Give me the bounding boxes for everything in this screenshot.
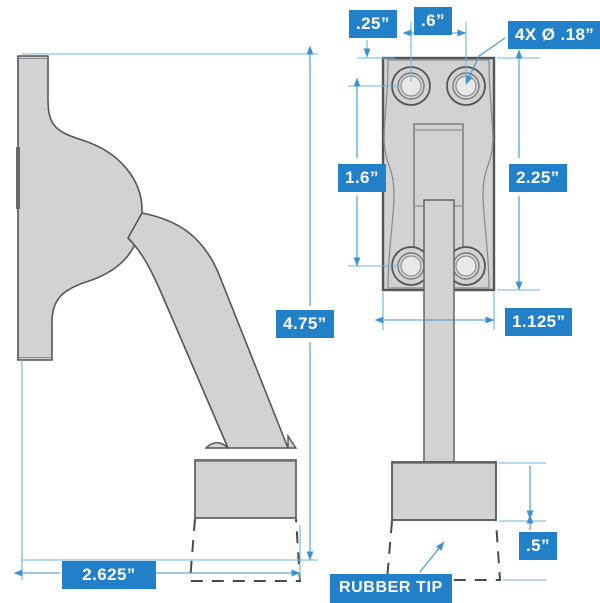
dimension-label-4x-diameter: 4X Ø .18” <box>508 21 600 49</box>
dimension-label-025: .25” <box>349 10 397 38</box>
mounting-hole-bottom-right <box>446 246 486 286</box>
dimension-label-06: .6” <box>414 7 452 35</box>
side-view-part <box>16 55 302 582</box>
front-view-part <box>381 56 502 581</box>
side-view-leg-fillet-right <box>287 433 298 449</box>
front-view-rubber-tip-outline <box>385 520 502 581</box>
dimension-label-225: 2.25” <box>509 164 567 192</box>
side-view-plate-notch <box>16 147 20 209</box>
side-view-leg <box>127 212 289 449</box>
side-view-foot <box>194 459 297 519</box>
dimension-label-1125: 1.125” <box>505 308 573 336</box>
mounting-hole-top-right <box>446 66 486 106</box>
dimension-label-2625: 2.625” <box>62 561 156 589</box>
front-view-foot <box>391 461 497 521</box>
side-view-rubber-tip-outline <box>188 518 302 582</box>
dimension-label-475: 4.75” <box>276 310 334 338</box>
side-view-body <box>17 55 143 361</box>
mounting-hole-bottom-left <box>391 246 431 286</box>
dimension-lines <box>13 22 546 581</box>
dimension-label-16: 1.6” <box>338 164 386 192</box>
annotation-rubber-tip: RUBBER TIP <box>330 574 452 603</box>
dim-4xdia-leader <box>465 37 506 85</box>
dimension-label-05: .5” <box>519 532 557 560</box>
side-view-leg-fillet <box>204 442 230 449</box>
rubber-tip-leader <box>419 541 445 573</box>
front-view-stem <box>423 199 455 463</box>
